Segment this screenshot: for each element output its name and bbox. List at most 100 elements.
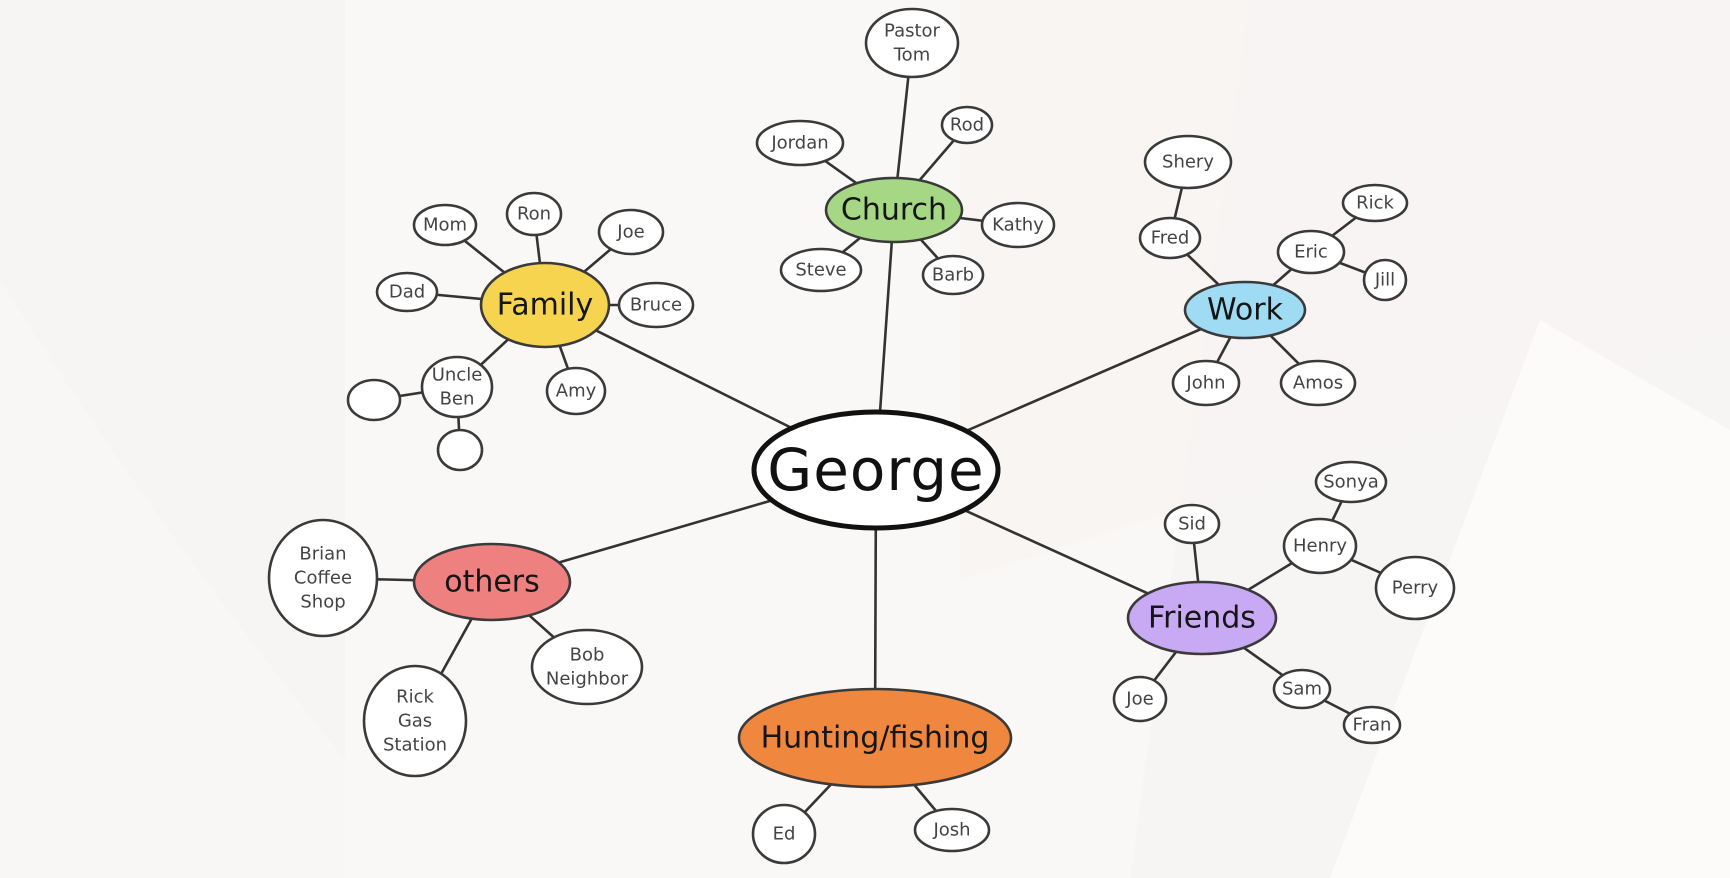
category-node-hunting-fishing-shape <box>737 687 1013 789</box>
leaf-node-mom-label: Mom <box>423 215 467 236</box>
category-node-others[interactable]: others <box>412 542 572 622</box>
leaf-node-brian-coffee-shop-label: Brian <box>299 544 346 565</box>
leaf-node-amy[interactable]: Amy <box>545 366 607 416</box>
leaf-node-john-label: John <box>1185 373 1225 394</box>
leaf-node-pastor-tom-label: Tom <box>893 45 930 66</box>
leaf-node-amy-label: Amy <box>556 381 597 402</box>
leaf-node-steve[interactable]: Steve <box>779 247 863 293</box>
leaf-node-fred-shape <box>1138 216 1202 260</box>
leaf-node-eric-shape <box>1276 229 1346 275</box>
category-node-church-label: Church <box>841 193 947 228</box>
leaf-node-joe-friend-label: Joe <box>1125 689 1153 710</box>
leaf-node-brian-coffee-shop-label: Shop <box>300 592 345 613</box>
leaf-node-rick-gas-station-shape <box>362 664 468 778</box>
leaf-node-bob-neighbor-shape <box>530 628 644 706</box>
center-node-shape <box>751 409 1001 531</box>
leaf-node-fran[interactable]: Fran <box>1342 705 1402 745</box>
leaf-node-jill-shape <box>1362 258 1408 302</box>
leaf-node-bruce[interactable]: Bruce <box>617 281 695 329</box>
category-node-work[interactable]: Work <box>1183 280 1307 340</box>
leaf-node-brian-coffee-shop-label: Coffee <box>294 568 352 589</box>
leaf-node-dad-shape <box>375 271 439 313</box>
leaf-node-john-shape <box>1171 359 1241 407</box>
leaf-node-john[interactable]: John <box>1171 359 1241 407</box>
leaf-node-perry-label: Perry <box>1392 578 1439 599</box>
leaf-node-barb[interactable]: Barb <box>921 254 985 296</box>
leaf-node-uncle-ben-label: Ben <box>440 389 475 410</box>
leaf-node-bruce-shape <box>617 281 695 329</box>
leaf-node-kathy-label: Kathy <box>992 215 1044 236</box>
leaf-node-henry-shape <box>1282 517 1358 575</box>
leaf-node-kathy[interactable]: Kathy <box>980 201 1056 249</box>
leaf-node-joe-friend[interactable]: Joe <box>1112 675 1168 723</box>
leaf-node-josh-shape <box>913 807 991 853</box>
leaf-node-eric[interactable]: Eric <box>1276 229 1346 275</box>
leaf-node-sam-label: Sam <box>1282 679 1322 700</box>
category-node-family[interactable]: Family <box>479 261 611 349</box>
leaf-node-jordan-label: Jordan <box>770 133 828 154</box>
leaf-node-uncle-ben-shape <box>420 355 494 419</box>
leaf-node-shery-shape <box>1143 134 1233 190</box>
leaf-node-mom[interactable]: Mom <box>412 203 478 247</box>
category-node-friends-shape <box>1126 580 1278 656</box>
leaf-node-sid-shape <box>1163 503 1221 545</box>
leaf-node-josh[interactable]: Josh <box>913 807 991 853</box>
leaf-node-dad-label: Dad <box>389 282 425 303</box>
leaf-node-rod-shape <box>940 105 994 145</box>
leaf-node-sam[interactable]: Sam <box>1272 668 1332 710</box>
leaf-node-bob-neighbor-label: Neighbor <box>546 669 629 690</box>
leaf-node-perry-shape <box>1374 555 1456 621</box>
leaf-node-bruce-label: Bruce <box>630 295 682 316</box>
leaf-node-rick[interactable]: Rick <box>1341 183 1409 223</box>
category-node-church[interactable]: Church <box>824 176 964 244</box>
leaf-node-sam-shape <box>1272 668 1332 710</box>
leaf-node-sid[interactable]: Sid <box>1163 503 1221 545</box>
leaf-node-rick-gas-station-label: Gas <box>398 711 432 732</box>
leaf-node-kathy-shape <box>980 201 1056 249</box>
leaf-node-ron-label: Ron <box>517 204 551 225</box>
leaf-node-jill[interactable]: Jill <box>1362 258 1408 302</box>
leaf-node-steve-shape <box>779 247 863 293</box>
leaf-node-rod[interactable]: Rod <box>940 105 994 145</box>
leaf-node-fran-label: Fran <box>1353 715 1392 736</box>
leaf-node-uncle-ben-label: Uncle <box>432 365 483 386</box>
category-node-others-shape <box>412 542 572 622</box>
leaf-node-perry[interactable]: Perry <box>1374 555 1456 621</box>
leaf-node-joe-friend-shape <box>1112 675 1168 723</box>
leaf-node-shery[interactable]: Shery <box>1143 134 1233 190</box>
leaf-node-josh-label: Josh <box>932 820 970 841</box>
leaf-node-amos-label: Amos <box>1293 373 1343 394</box>
leaf-node-rick-gas-station-label: Station <box>383 735 447 756</box>
leaf-node-shery-label: Shery <box>1162 152 1214 173</box>
leaf-node-amy-shape <box>545 366 607 416</box>
leaf-node-jordan[interactable]: Jordan <box>755 119 845 167</box>
leaf-node-rick-label: Rick <box>1356 193 1394 214</box>
leaf-node-joe[interactable]: Joe <box>597 208 665 256</box>
category-node-church-shape <box>824 176 964 244</box>
leaf-node-rod-label: Rod <box>950 115 984 136</box>
leaf-node-dad[interactable]: Dad <box>375 271 439 313</box>
category-node-hunting-fishing[interactable]: Hunting/fishing <box>737 687 1013 789</box>
category-node-family-label: Family <box>497 288 594 323</box>
leaf-node-amos[interactable]: Amos <box>1279 359 1357 407</box>
leaf-node-blank-1[interactable] <box>346 378 402 422</box>
leaf-node-henry[interactable]: Henry <box>1282 517 1358 575</box>
leaf-node-blank-2[interactable] <box>436 428 484 472</box>
leaf-node-jill-label: Jill <box>1374 270 1395 291</box>
leaf-node-ron[interactable]: Ron <box>505 191 563 237</box>
leaf-node-fran-shape <box>1342 705 1402 745</box>
center-node[interactable]: George <box>751 409 1001 531</box>
leaf-node-sonya[interactable]: Sonya <box>1314 460 1388 504</box>
leaf-node-barb-shape <box>921 254 985 296</box>
leaf-node-fred[interactable]: Fred <box>1138 216 1202 260</box>
leaf-node-sonya-shape <box>1314 460 1388 504</box>
leaf-node-ed[interactable]: Ed <box>751 803 817 865</box>
category-node-friends[interactable]: Friends <box>1126 580 1278 656</box>
